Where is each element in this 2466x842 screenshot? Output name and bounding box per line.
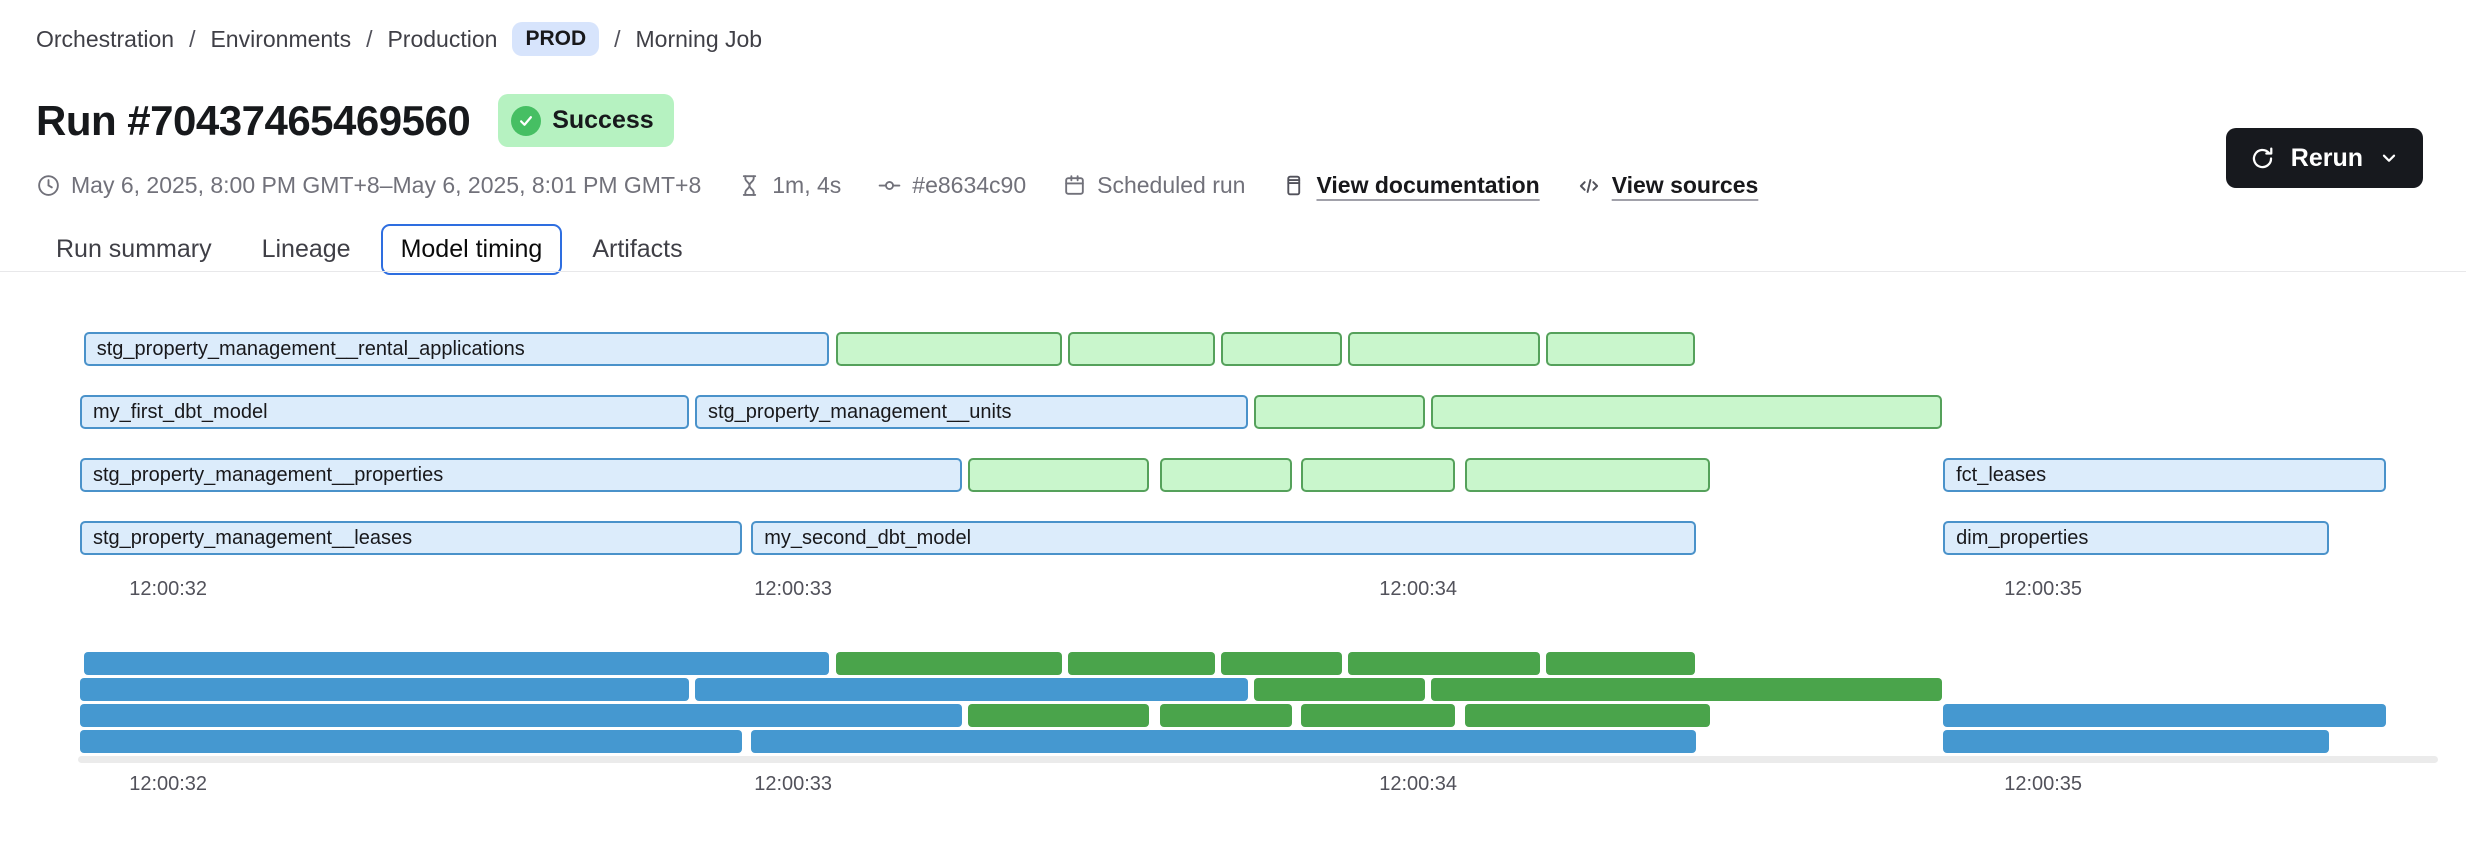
gantt-bar-unlabeled[interactable] — [1221, 332, 1342, 366]
gantt-bar-unlabeled[interactable] — [1546, 332, 1695, 366]
tab-artifacts[interactable]: Artifacts — [592, 235, 683, 263]
status-badge: Success — [498, 94, 674, 147]
gantt-bar-unlabeled[interactable] — [1348, 332, 1540, 366]
page-title: Run #70437465469560 — [36, 96, 471, 144]
run-duration-text: 1m, 4s — [772, 172, 842, 198]
minimap-bar — [1348, 652, 1540, 675]
breadcrumb: Orchestration / Environments / Productio… — [36, 22, 762, 56]
gantt-bar-label: stg_property_management__properties — [93, 463, 444, 486]
time-axis-label: 12:00:33 — [754, 773, 833, 795]
tab-lineage[interactable]: Lineage — [261, 235, 351, 263]
time-axis-label: 12:00:35 — [2004, 578, 2083, 600]
time-axis-label: 12:00:34 — [1379, 773, 1458, 795]
minimap-bar — [1465, 704, 1710, 727]
gantt-bar-my_second_dbt_model[interactable]: my_second_dbt_model — [751, 521, 1697, 555]
minimap-bar — [1300, 704, 1455, 727]
clock-icon — [36, 173, 61, 198]
gantt-bar-label: my_second_dbt_model — [764, 526, 972, 549]
minimap-bar — [1546, 652, 1695, 675]
refresh-icon — [2249, 145, 2276, 172]
gantt-bar-label: stg_property_management__rental_applicat… — [96, 337, 525, 360]
gantt-bar-dim_properties[interactable]: dim_properties — [1943, 521, 2330, 555]
rerun-label: Rerun — [2290, 143, 2363, 172]
time-axis-label: 12:00:32 — [129, 578, 208, 600]
minimap-bar — [1068, 652, 1215, 675]
tab-bar: Run summary Lineage Model timing Artifac… — [36, 224, 703, 275]
minimap-bar — [80, 730, 742, 753]
minimap-bar — [751, 730, 1697, 753]
gantt-bar-label: stg_property_management__leases — [93, 526, 413, 549]
minimap-bar — [968, 704, 1149, 727]
gantt-bar-stg_property_management__properties[interactable]: stg_property_management__properties — [80, 458, 962, 492]
minimap-bar — [80, 704, 962, 727]
tab-run-summary[interactable]: Run summary — [56, 235, 212, 263]
breadcrumb-separator: / — [366, 25, 373, 52]
time-axis-label: 12:00:32 — [129, 773, 208, 795]
commit-icon — [877, 173, 902, 198]
rerun-button[interactable]: Rerun — [2225, 128, 2423, 188]
minimap-bar — [1254, 678, 1425, 701]
gantt-bar-unlabeled[interactable] — [1254, 395, 1425, 429]
check-circle-icon — [511, 105, 542, 136]
status-label: Success — [552, 106, 654, 134]
gantt-bar-label: fct_leases — [1956, 463, 2047, 486]
gantt-bar-unlabeled[interactable] — [968, 458, 1149, 492]
run-trigger-text: Scheduled run — [1097, 172, 1246, 198]
calendar-icon — [1062, 173, 1087, 198]
gantt-bar-label: stg_property_management__units — [708, 400, 1012, 423]
gantt-bar-fct_leases[interactable]: fct_leases — [1943, 458, 2387, 492]
minimap-scrollbar-track[interactable] — [78, 756, 2438, 763]
gantt-bar-unlabeled[interactable] — [1300, 458, 1455, 492]
run-meta-row: May 6, 2025, 8:00 PM GMT+8–May 6, 2025, … — [36, 172, 1758, 199]
hourglass-icon — [737, 173, 762, 198]
time-axis-label: 12:00:33 — [754, 578, 833, 600]
gantt-bar-stg_property_management__leases[interactable]: stg_property_management__leases — [80, 521, 742, 555]
gantt-bar-unlabeled[interactable] — [1431, 395, 1942, 429]
minimap-bar — [1160, 704, 1292, 727]
view-sources-link[interactable]: View sources — [1611, 172, 1759, 198]
breadcrumb-item-morning-job[interactable]: Morning Job — [635, 25, 763, 52]
minimap-bar — [80, 678, 689, 701]
gantt-bar-stg_property_management__rental_applications[interactable]: stg_property_management__rental_applicat… — [83, 332, 830, 366]
gantt-bar-label: my_first_dbt_model — [93, 400, 268, 423]
breadcrumb-item-environments[interactable]: Environments — [210, 25, 352, 52]
commit-sha-text: #e8634c90 — [912, 172, 1027, 198]
view-sources: View sources — [1576, 172, 1759, 199]
code-icon — [1576, 173, 1602, 199]
tab-model-timing[interactable]: Model timing — [380, 224, 563, 275]
breadcrumb-item-production[interactable]: Production — [387, 25, 498, 52]
minimap-bar — [83, 652, 830, 675]
chevron-down-icon — [2378, 147, 2400, 169]
time-axis-label: 12:00:35 — [2004, 773, 2083, 795]
title-row: Run #70437465469560 Success — [36, 94, 674, 147]
breadcrumb-item-orchestration[interactable]: Orchestration — [36, 25, 175, 52]
gantt-bar-unlabeled[interactable] — [1465, 458, 1710, 492]
run-time-range-text: May 6, 2025, 8:00 PM GMT+8–May 6, 2025, … — [71, 172, 702, 198]
minimap-bar — [1431, 678, 1942, 701]
run-trigger: Scheduled run — [1062, 172, 1245, 199]
document-icon — [1281, 173, 1306, 198]
minimap-bar — [1221, 652, 1342, 675]
tab-bar-divider — [0, 271, 2466, 272]
run-duration: 1m, 4s — [737, 172, 841, 199]
minimap-bar — [1943, 704, 2387, 727]
model-timing-gantt: stg_property_management__rental_applicat… — [78, 332, 2438, 812]
environment-badge: PROD — [512, 22, 600, 56]
gantt-bar-stg_property_management__units[interactable]: stg_property_management__units — [695, 395, 1249, 429]
view-documentation-link[interactable]: View documentation — [1316, 172, 1540, 198]
minimap-bar — [1943, 730, 2330, 753]
gantt-bar-my_first_dbt_model[interactable]: my_first_dbt_model — [80, 395, 689, 429]
gantt-bar-unlabeled[interactable] — [1160, 458, 1292, 492]
breadcrumb-separator: / — [189, 25, 196, 52]
time-axis-label: 12:00:34 — [1379, 578, 1458, 600]
breadcrumb-separator: / — [614, 25, 621, 52]
view-documentation: View documentation — [1281, 172, 1540, 199]
gantt-bar-unlabeled[interactable] — [836, 332, 1062, 366]
minimap-bar — [836, 652, 1062, 675]
commit-sha: #e8634c90 — [877, 172, 1026, 199]
run-time-range: May 6, 2025, 8:00 PM GMT+8–May 6, 2025, … — [36, 172, 701, 199]
gantt-bar-label: dim_properties — [1956, 526, 2089, 549]
minimap-bar — [695, 678, 1249, 701]
gantt-bar-unlabeled[interactable] — [1068, 332, 1215, 366]
